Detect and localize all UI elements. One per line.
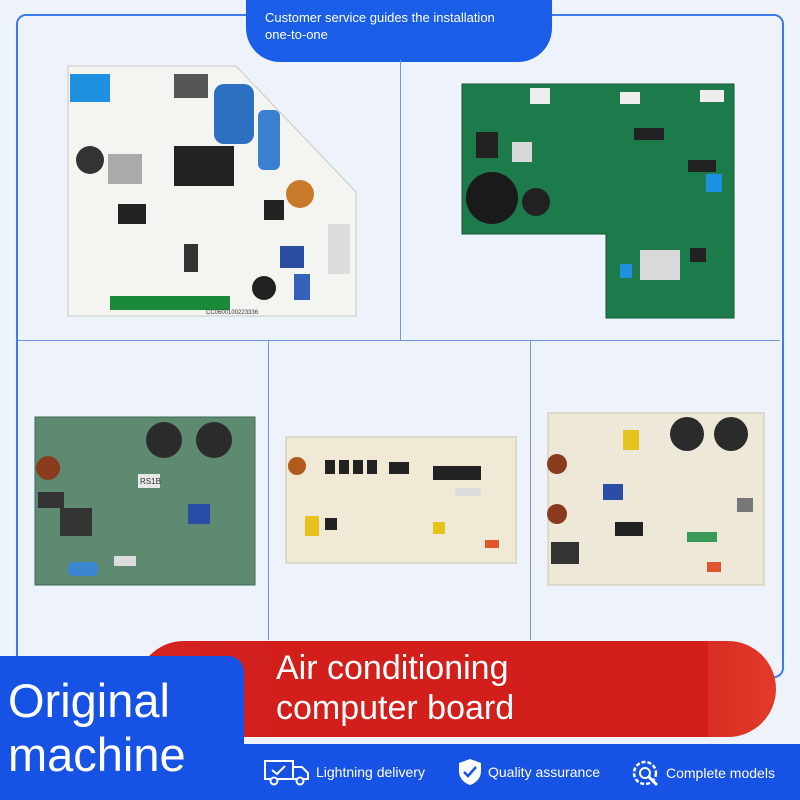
wrench-gear-icon (632, 760, 659, 787)
banner-title-line2: computer board (276, 689, 515, 727)
feature-quality-assurance: Quality assurance (458, 758, 600, 786)
service-text-line1: Customer service guides the installation (265, 10, 495, 25)
divider-horizontal (18, 340, 780, 341)
original-machine-title: Original machine (8, 674, 186, 782)
original-machine-line1: Original (8, 674, 170, 727)
shield-check-icon (459, 759, 481, 785)
divider-vertical-bottom-right (530, 340, 531, 640)
service-pill: Customer service guides the installation… (246, 0, 552, 62)
feature-label: Quality assurance (488, 764, 601, 780)
feature-label: Complete models (666, 765, 775, 781)
white-board-label: CC0600100223336 (206, 310, 259, 316)
feature-label: Lightning delivery (316, 764, 425, 780)
divider-vertical-bottom-left (268, 340, 269, 640)
green-board-bottom-left: RS1B (34, 416, 256, 586)
green-board-label: RS1B (140, 477, 161, 486)
feature-complete-models: Complete models (630, 758, 775, 788)
feature-lightning-delivery: Lightning delivery (264, 758, 425, 786)
service-text-line2: one-to-one (265, 27, 328, 42)
banner-title: Air conditioning computer board (276, 648, 514, 728)
red-banner-box (268, 641, 708, 737)
white-board-top-left: CC0600100223336 (67, 65, 357, 317)
green-board-top-right (461, 83, 735, 319)
beige-board-bottom-middle (285, 436, 517, 564)
beige-board-bottom-right (547, 412, 765, 586)
blue-left-panel (0, 656, 244, 800)
feature-bar (244, 744, 800, 800)
truck-icon (264, 760, 309, 786)
banner-title-line1: Air conditioning (276, 649, 509, 687)
original-machine-line2: machine (8, 728, 186, 781)
divider-vertical-top (400, 60, 401, 340)
